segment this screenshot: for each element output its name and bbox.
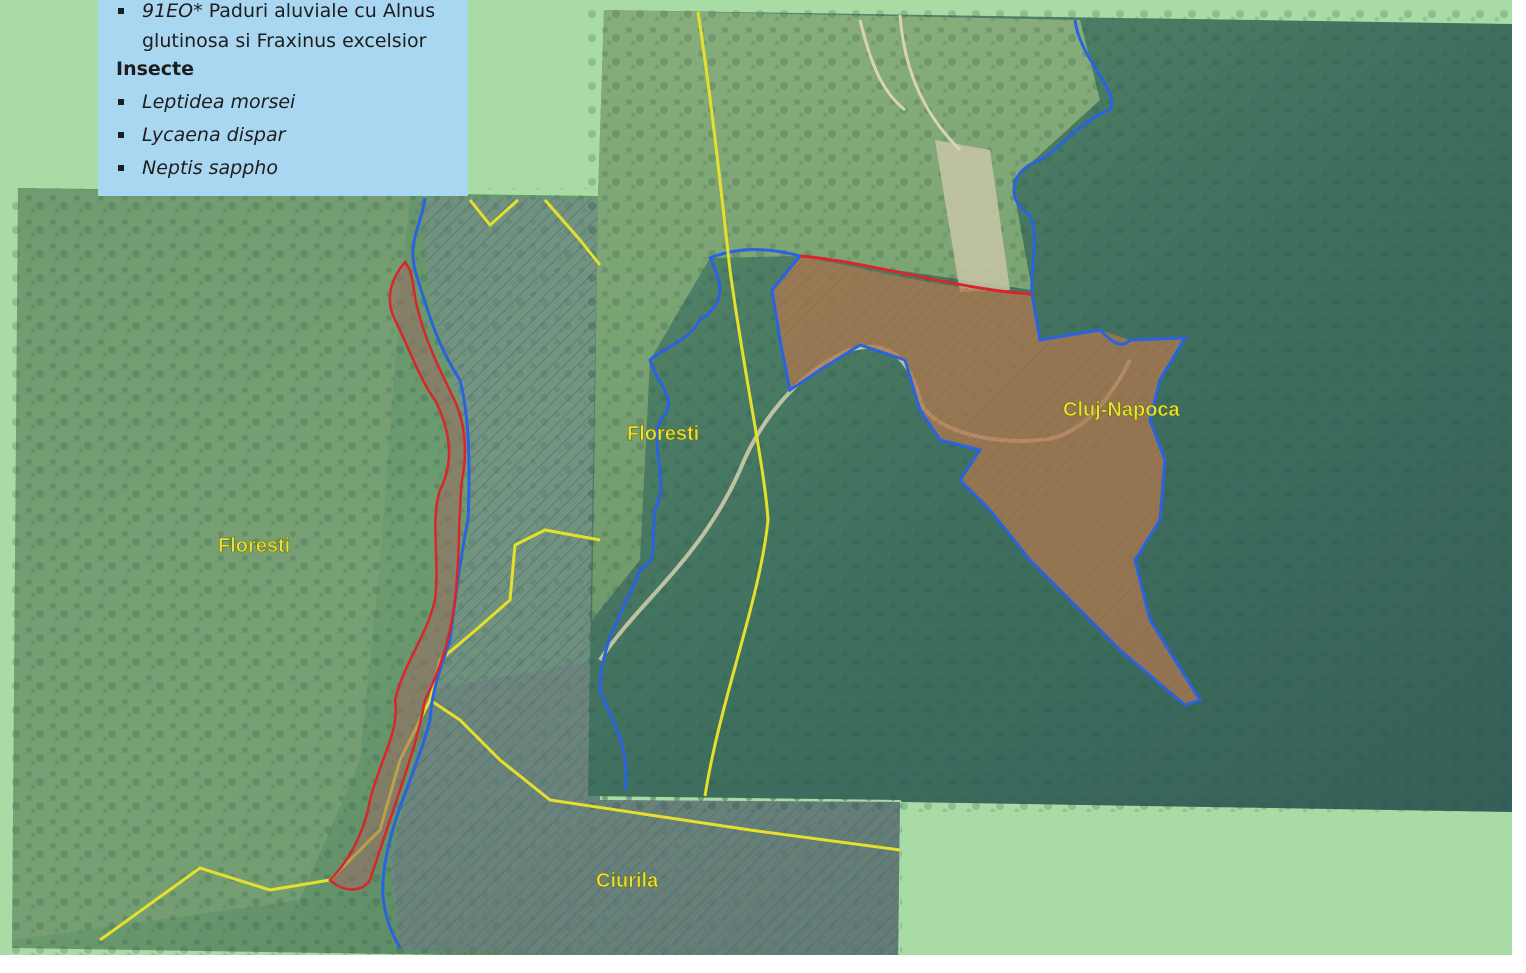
yellow-boundary-right: [696, 11, 770, 797]
blue-boundary-right-west: [598, 248, 801, 791]
legend-habitat-line2: glutinosa si Fraxinus excelsior: [142, 30, 427, 52]
legend-habitat-line1: 91EO* Paduri aluviale cu Alnus: [142, 0, 435, 22]
yellow-boundary-left: [99, 198, 901, 942]
blue-boundary-inner: [770, 255, 906, 393]
red-riparian-strip: [328, 259, 467, 891]
legend-bullet: [118, 132, 124, 138]
right-clearing: [935, 140, 1010, 292]
legend-bullet: [118, 99, 124, 105]
label-floresti-right: Floresti: [627, 423, 699, 445]
legend-insects-heading: Insecte: [116, 58, 195, 80]
cluj-napoca-zone: [772, 256, 1200, 705]
blue-boundary-right-upper: [903, 19, 1203, 707]
label-ciurila: Ciurila: [596, 870, 659, 892]
red-boundary-right: [799, 254, 1033, 296]
bottom-margin: [0, 955, 1526, 973]
legend-bullet: [118, 165, 124, 171]
legend-box: 91EO* Paduri aluviale cu Alnus glutinosa…: [98, 0, 468, 196]
legend-bullet: [118, 8, 124, 14]
right-margin: [1512, 0, 1526, 973]
legend-habitat-code: 91EO*: [142, 0, 203, 22]
right-track: [858, 14, 962, 152]
legend-species-item: Lycaena dispar: [142, 124, 286, 146]
legend-species-item: Leptidea morsei: [142, 91, 296, 113]
legend-habitat-text1: Paduri aluviale cu Alnus: [208, 0, 436, 22]
legend-species-item: Neptis sappho: [142, 157, 278, 179]
label-floresti-left: Floresti: [218, 535, 290, 557]
label-cluj-napoca: Cluj-Napoca: [1063, 399, 1181, 421]
